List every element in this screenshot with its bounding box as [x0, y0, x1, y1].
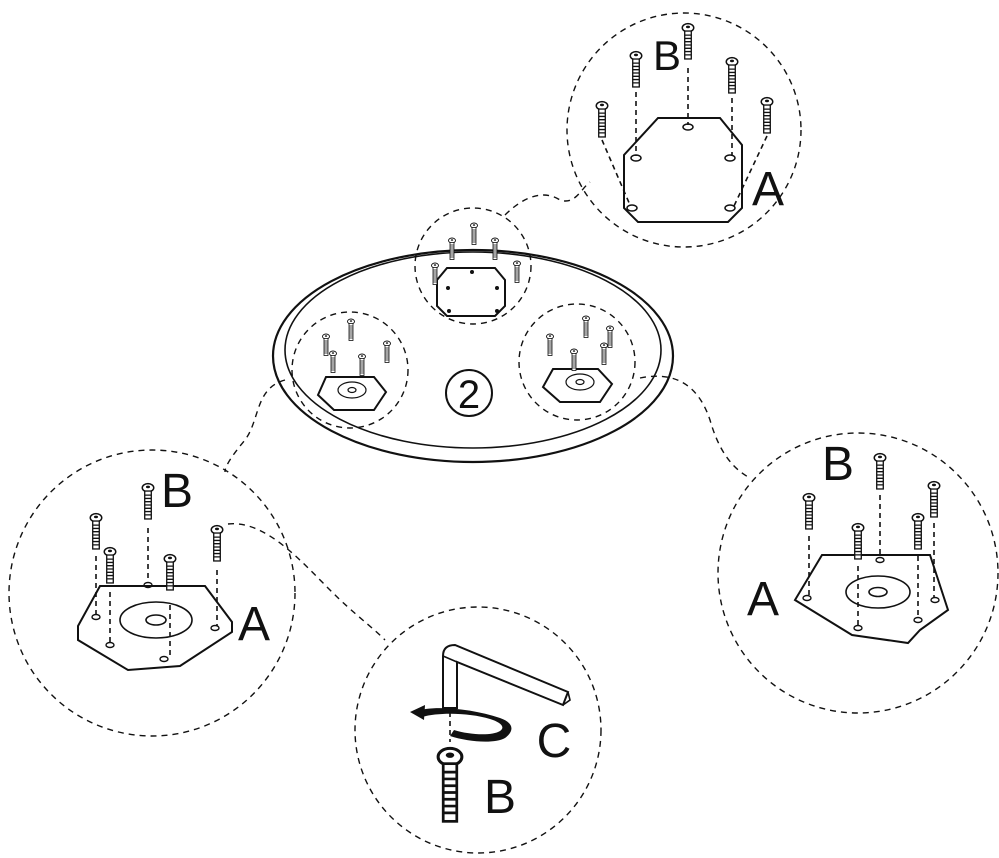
detail-top-right: B A — [566, 12, 802, 248]
step-number: 2 — [458, 373, 480, 417]
connector-right — [639, 375, 751, 479]
detail-right: B A — [717, 432, 999, 714]
base-callout-right — [518, 303, 636, 421]
label-wrench: C — [537, 715, 572, 768]
step-number-badge: 2 — [445, 369, 493, 417]
base-callout-left — [291, 311, 409, 429]
label-plate-left: A — [238, 598, 270, 651]
label-screw-left: B — [161, 465, 193, 518]
label-screw-wrench: B — [484, 771, 516, 824]
allen-wrench — [442, 643, 571, 709]
connector-left — [224, 379, 286, 473]
label-screw-right: B — [822, 438, 854, 491]
label-plate-top-right: A — [752, 163, 784, 216]
rotate-arrow-icon — [410, 705, 512, 742]
detail-wrench: C B — [354, 606, 602, 854]
label-screw-top-right: B — [653, 32, 681, 79]
label-plate-right: A — [747, 573, 779, 626]
detail-left: B A — [8, 449, 296, 737]
connector-top — [504, 181, 591, 216]
connector-wrench — [227, 523, 386, 641]
base-callout-top — [414, 207, 532, 325]
